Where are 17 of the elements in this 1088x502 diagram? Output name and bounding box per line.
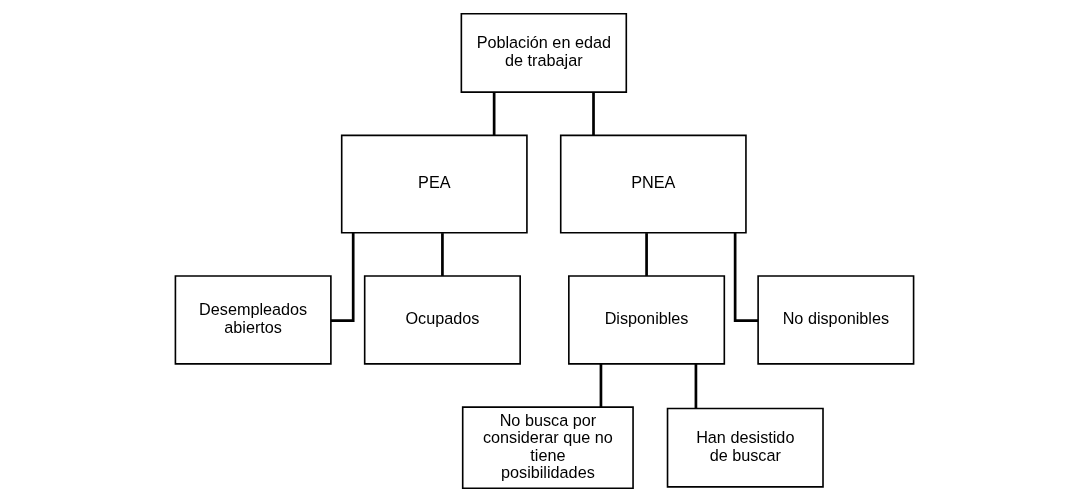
connector	[330, 233, 355, 322]
connector	[492, 92, 495, 135]
connector	[733, 233, 758, 322]
node-box: Ocupados	[363, 275, 521, 365]
connector	[440, 233, 444, 276]
connector	[591, 92, 595, 135]
node-box: Disponibles	[567, 275, 725, 365]
node-box: PNEA	[559, 134, 747, 234]
connector	[599, 363, 602, 408]
node-box: Desempleados abiertos	[174, 275, 332, 365]
node-box: Han desistido de buscar	[666, 407, 824, 488]
node-box: Población en edad de trabajar	[460, 12, 627, 93]
connector	[644, 233, 648, 276]
node-box: No disponibles	[756, 275, 914, 365]
node-box: No busca por considerar que no tiene posibilidades	[461, 406, 634, 490]
connector	[694, 363, 697, 409]
node-box: PEA	[340, 134, 528, 234]
